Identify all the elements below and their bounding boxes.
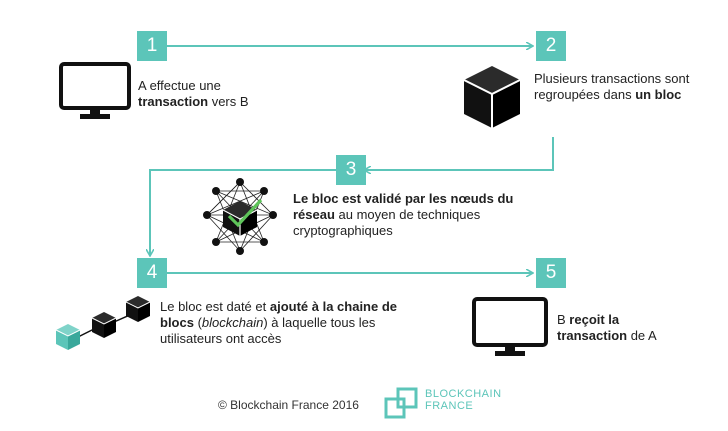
step-1-text: A effectue une transaction vers B	[138, 78, 258, 110]
step-4-text-part: Le bloc est daté et	[160, 299, 270, 314]
brand-name: BLOCKCHAIN FRANCE	[425, 388, 502, 412]
step-2-badge: 2	[536, 31, 566, 61]
step-4-text-italic: blockchain	[201, 315, 264, 330]
step-3-badge: 3	[336, 155, 366, 185]
step-1-badge: 1	[137, 31, 167, 61]
arrow-2-to-3	[365, 137, 554, 170]
step-3-text-bold: Le bloc est validé par les nœuds du rése…	[293, 191, 514, 222]
step-5-text-bold: reçoit la transaction	[557, 312, 628, 343]
arrow-3-to-4	[150, 169, 336, 255]
step-3-text: Le bloc est validé par les nœuds du rése…	[293, 191, 548, 239]
step-5-badge: 5	[536, 258, 566, 288]
step-4-text-part: (	[193, 315, 202, 330]
step-2-text-bold: un bloc	[635, 87, 682, 102]
step-5-text-part: de A	[627, 328, 657, 343]
brand-line-1: BLOCKCHAIN	[425, 388, 502, 400]
brand-line-2: FRANCE	[425, 400, 474, 412]
copyright-text: © Blockchain France 2016	[218, 398, 359, 412]
step-5-text-part: B	[557, 312, 570, 327]
step-4-text-part: ) à laquelle tous les utilisateurs ont a…	[160, 315, 376, 346]
blockchain-france-logo-icon	[384, 387, 418, 419]
step-1-text-part: vers B	[208, 94, 249, 109]
block-chain-icon	[55, 296, 151, 350]
step-2-text-part: Plusieurs transactions sont regroupées d…	[534, 71, 690, 102]
monitor-icon	[59, 62, 131, 119]
cube-icon	[463, 66, 521, 128]
step-4-text-bold: ajouté à la chaine de blocs	[160, 299, 398, 330]
step-4-badge: 4	[137, 258, 167, 288]
step-4-text: Le bloc est daté et ajouté à la chaine d…	[160, 299, 410, 347]
network-validation-icon	[203, 178, 277, 255]
step-2-text: Plusieurs transactions sont regroupées d…	[534, 71, 690, 103]
step-3-text-part: au moyen de techniques cryptographiques	[293, 207, 481, 238]
step-1-text-part: A effectue une	[138, 78, 221, 93]
step-1-text-bold: transaction	[138, 94, 209, 109]
step-5-text: B reçoit la transaction de A	[557, 312, 677, 344]
monitor-icon	[472, 297, 548, 356]
